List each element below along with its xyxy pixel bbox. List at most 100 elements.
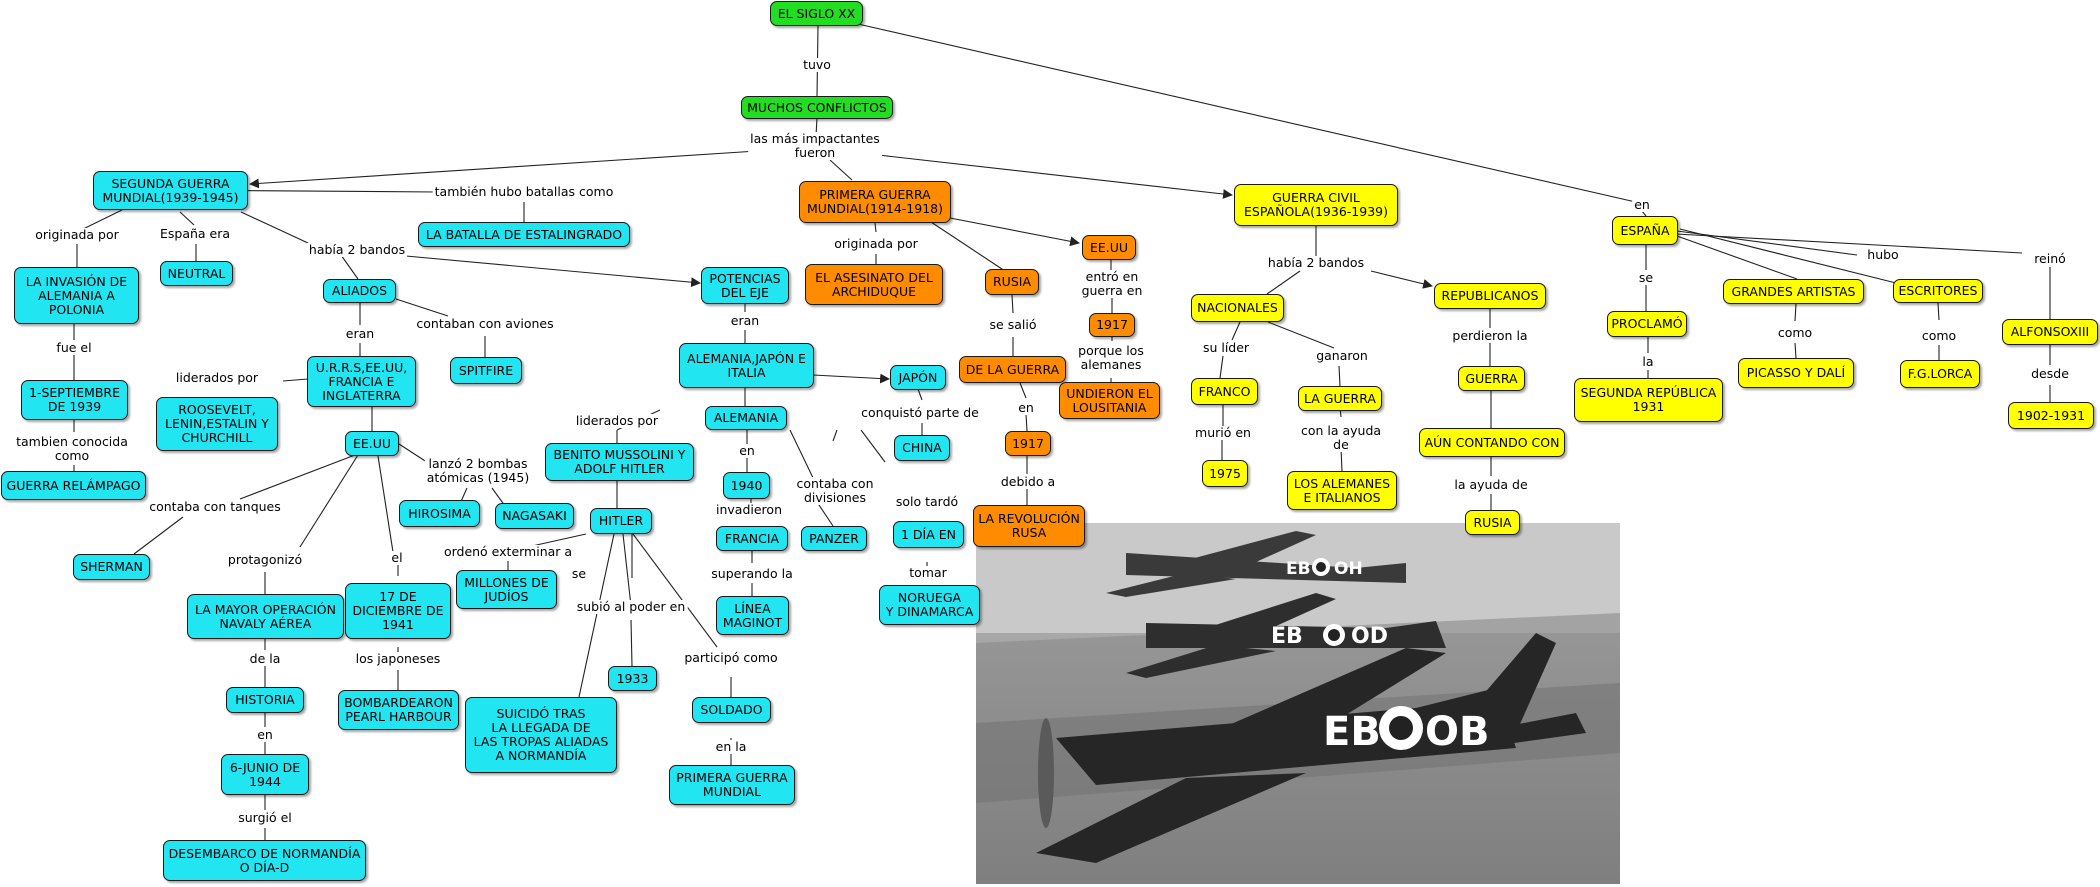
node-asesinato-archiduque[interactable]: EL ASESINATO DEL ARCHIDUQUE — [805, 264, 943, 305]
node-alemania-japon-italia[interactable]: ALEMANIA,JAPÓN E ITALIA — [679, 343, 814, 388]
node-1917-rusia[interactable]: 1917 — [1005, 431, 1051, 456]
node-eeuu-aliados[interactable]: EE.UU — [345, 431, 399, 456]
node-alemanes-italianos[interactable]: LOS ALEMANES E ITALIANOS — [1287, 471, 1397, 510]
link-se-1: se — [569, 566, 589, 581]
node-panzer[interactable]: PANZER — [801, 526, 867, 551]
link-el: el — [389, 550, 405, 565]
node-eeuu-primera-guerra[interactable]: EE.UU — [1082, 235, 1136, 260]
spitfire-photo: EB OB EB OD EB OH — [976, 523, 1620, 884]
node-sherman[interactable]: SHERMAN — [73, 554, 150, 580]
node-1975[interactable]: 1975 — [1202, 460, 1248, 487]
link-en-3: en — [1016, 400, 1036, 415]
node-mayor-operacion[interactable]: LA MAYOR OPERACIÓN NAVALY AÉREA — [187, 594, 344, 639]
node-de-la-guerra[interactable]: DE LA GUERRA — [959, 356, 1066, 383]
link-de-la: de la — [247, 651, 283, 666]
node-noruega-dinamarca[interactable]: NORUEGA Y DINAMARCA — [879, 585, 980, 625]
node-guerra-relampago[interactable]: GUERRA RELÁMPAGO — [1, 471, 146, 500]
node-suicido-normandia[interactable]: SUICIDÓ TRAS LA LLEGADA DE LAS TROPAS AL… — [465, 697, 617, 773]
node-japon[interactable]: JAPÓN — [890, 365, 946, 390]
link-con-la-ayuda-de: con la ayuda de — [1298, 423, 1384, 452]
node-benito-mussolini-adolf-hitler[interactable]: BENITO MUSSOLINI Y ADOLF HITLER — [545, 443, 694, 481]
node-picasso-dali[interactable]: PICASSO Y DALÍ — [1738, 358, 1854, 388]
node-desembarco-normandia[interactable]: DESEMBARCO DE NORMANDÍA O DÍA-D — [163, 840, 366, 881]
node-segunda-republica-1931[interactable]: SEGUNDA REPÚBLICA 1931 — [1574, 378, 1723, 422]
node-1902-1931[interactable]: 1902-1931 — [2008, 402, 2094, 429]
node-proclamo[interactable]: PROCLAMÓ — [1607, 311, 1687, 337]
node-escritores[interactable]: ESCRITORES — [1893, 279, 1983, 303]
link-en-2: en — [737, 443, 757, 458]
node-alemania[interactable]: ALEMANIA — [705, 406, 787, 430]
node-segunda-guerra-mundial[interactable]: SEGUNDA GUERRA MUNDIAL(1939-1945) — [93, 171, 248, 210]
node-alfonso-xiii[interactable]: ALFONSOXIII — [2002, 319, 2098, 345]
node-hitler[interactable]: HITLER — [590, 508, 652, 534]
node-urrs-eeuu-francia-inglaterra[interactable]: U.R.R.S,EE.UU, FRANCIA E INGLATERRA — [307, 356, 416, 407]
link-hubo: hubo — [1865, 247, 1901, 262]
node-revolucion-rusa[interactable]: LA REVOLUCIÓN RUSA — [973, 505, 1085, 547]
link-su-lider: su líder — [1200, 340, 1252, 355]
link-en-1: en — [255, 727, 275, 742]
link-eran-1: eran — [343, 326, 377, 341]
link-como-2: como — [1919, 328, 1959, 343]
node-guerra-civil-espanola[interactable]: GUERRA CIVIL ESPAÑOLA(1936-1939) — [1234, 184, 1398, 226]
node-china[interactable]: CHINA — [894, 435, 950, 461]
photo-code-front-left: EB — [1323, 709, 1381, 755]
link-desde: desde — [2029, 366, 2071, 381]
link-liderados-por-1: liderados por — [173, 370, 261, 385]
link-lanzo-bombas: lanzó 2 bombas atómicas (1945) — [424, 456, 532, 485]
node-undieron-lousitania[interactable]: UNDIERON EL LOUSITANIA — [1059, 382, 1160, 419]
node-spitfire[interactable]: SPITFIRE — [450, 357, 522, 384]
photo-code-front-right: OB — [1425, 709, 1490, 755]
node-francia[interactable]: FRANCIA — [716, 526, 788, 551]
link-en-la: en la — [713, 739, 749, 754]
link-tomar: tomar — [907, 565, 949, 580]
node-pearl-harbour[interactable]: BOMBARDEARON PEARL HARBOUR — [338, 690, 459, 730]
link-debido-a: debido a — [998, 474, 1058, 489]
node-invasion-polonia[interactable]: LA INVASIÓN DE ALEMANIA A POLONIA — [14, 267, 139, 324]
link-protagonizo: protagonizó — [225, 552, 305, 567]
link-conquisto-parte: conquistó parte de — [859, 405, 981, 420]
node-la-guerra[interactable]: LA GUERRA — [1298, 386, 1382, 411]
node-hirosima[interactable]: HIROSIMA — [399, 500, 480, 527]
node-grandes-artistas[interactable]: GRANDES ARTISTAS — [1723, 279, 1864, 304]
link-contaba-divisiones: contaba con divisiones — [794, 476, 876, 505]
link-se-salio: se salió — [987, 317, 1039, 332]
node-roosevelt-lenin-estalin-churchill[interactable]: ROOSEVELT, LENIN,ESTALIN Y CHURCHILL — [156, 397, 278, 451]
node-1933[interactable]: 1933 — [608, 666, 657, 691]
link-contaba-tanques: contaba con tanques — [147, 499, 283, 514]
node-el-siglo-xx[interactable]: EL SIGLO XX — [770, 1, 863, 26]
link-la: la — [1640, 354, 1656, 369]
node-republicanos[interactable]: REPUBLICANOS — [1434, 283, 1546, 309]
node-aun-contando-con[interactable]: AÚN CONTANDO CON — [1419, 428, 1565, 457]
link-perdieron-la: perdieron la — [1450, 328, 1530, 343]
node-muchos-conflictos[interactable]: MUCHOS CONFLICTOS — [741, 96, 893, 119]
node-1-dia-en[interactable]: 1 DÍA EN — [893, 521, 964, 548]
node-primera-guerra-mundial-hitler[interactable]: PRIMERA GUERRA MUNDIAL — [669, 765, 795, 805]
node-soldado[interactable]: SOLDADO — [692, 697, 771, 723]
node-rusia-primera-guerra[interactable]: RUSIA — [985, 269, 1039, 295]
node-nacionales[interactable]: NACIONALES — [1191, 294, 1284, 322]
node-6-junio-1944[interactable]: 6-JUNIO DE 1944 — [221, 754, 309, 795]
link-espana-era: España era — [157, 226, 233, 241]
node-neutral[interactable]: NEUTRAL — [160, 261, 233, 286]
node-1-septiembre-1939[interactable]: 1-SEPTIEMBRE DE 1939 — [21, 380, 128, 420]
node-batalla-estalingrado[interactable]: LA BATALLA DE ESTALINGRADO — [418, 222, 630, 247]
node-aliados[interactable]: ALIADOS — [323, 279, 396, 303]
node-potencias-del-eje[interactable]: POTENCIAS DEL EJE — [701, 267, 789, 304]
node-fg-lorca[interactable]: F.G.LORCA — [1900, 360, 1980, 388]
node-millones-de-judios[interactable]: MILLONES DE JUDÍOS — [456, 570, 557, 609]
node-17-diciembre-1941[interactable]: 17 DE DICIEMBRE DE 1941 — [345, 583, 451, 639]
node-linea-maginot[interactable]: LÍNEA MAGINOT — [716, 596, 789, 635]
node-rusia-guerra-civil[interactable]: RUSIA — [1465, 510, 1520, 535]
node-1917-eeuu[interactable]: 1917 — [1089, 313, 1135, 337]
node-franco[interactable]: FRANCO — [1191, 378, 1258, 405]
link-eran-2: eran — [728, 313, 762, 328]
node-guerra-republicanos[interactable]: GUERRA — [1458, 366, 1525, 391]
node-1940[interactable]: 1940 — [723, 472, 770, 499]
node-primera-guerra-mundial[interactable]: PRIMERA GUERRA MUNDIAL(1914-1918) — [799, 181, 951, 223]
link-originada-por-1: originada por — [33, 227, 121, 242]
node-espana[interactable]: ESPAÑA — [1612, 216, 1678, 245]
link-se-2: se — [1636, 270, 1656, 285]
node-nagasaki[interactable]: NAGASAKI — [495, 503, 574, 529]
node-historia[interactable]: HISTORIA — [226, 687, 304, 713]
link-liderados-por-2: liderados por — [573, 413, 661, 428]
